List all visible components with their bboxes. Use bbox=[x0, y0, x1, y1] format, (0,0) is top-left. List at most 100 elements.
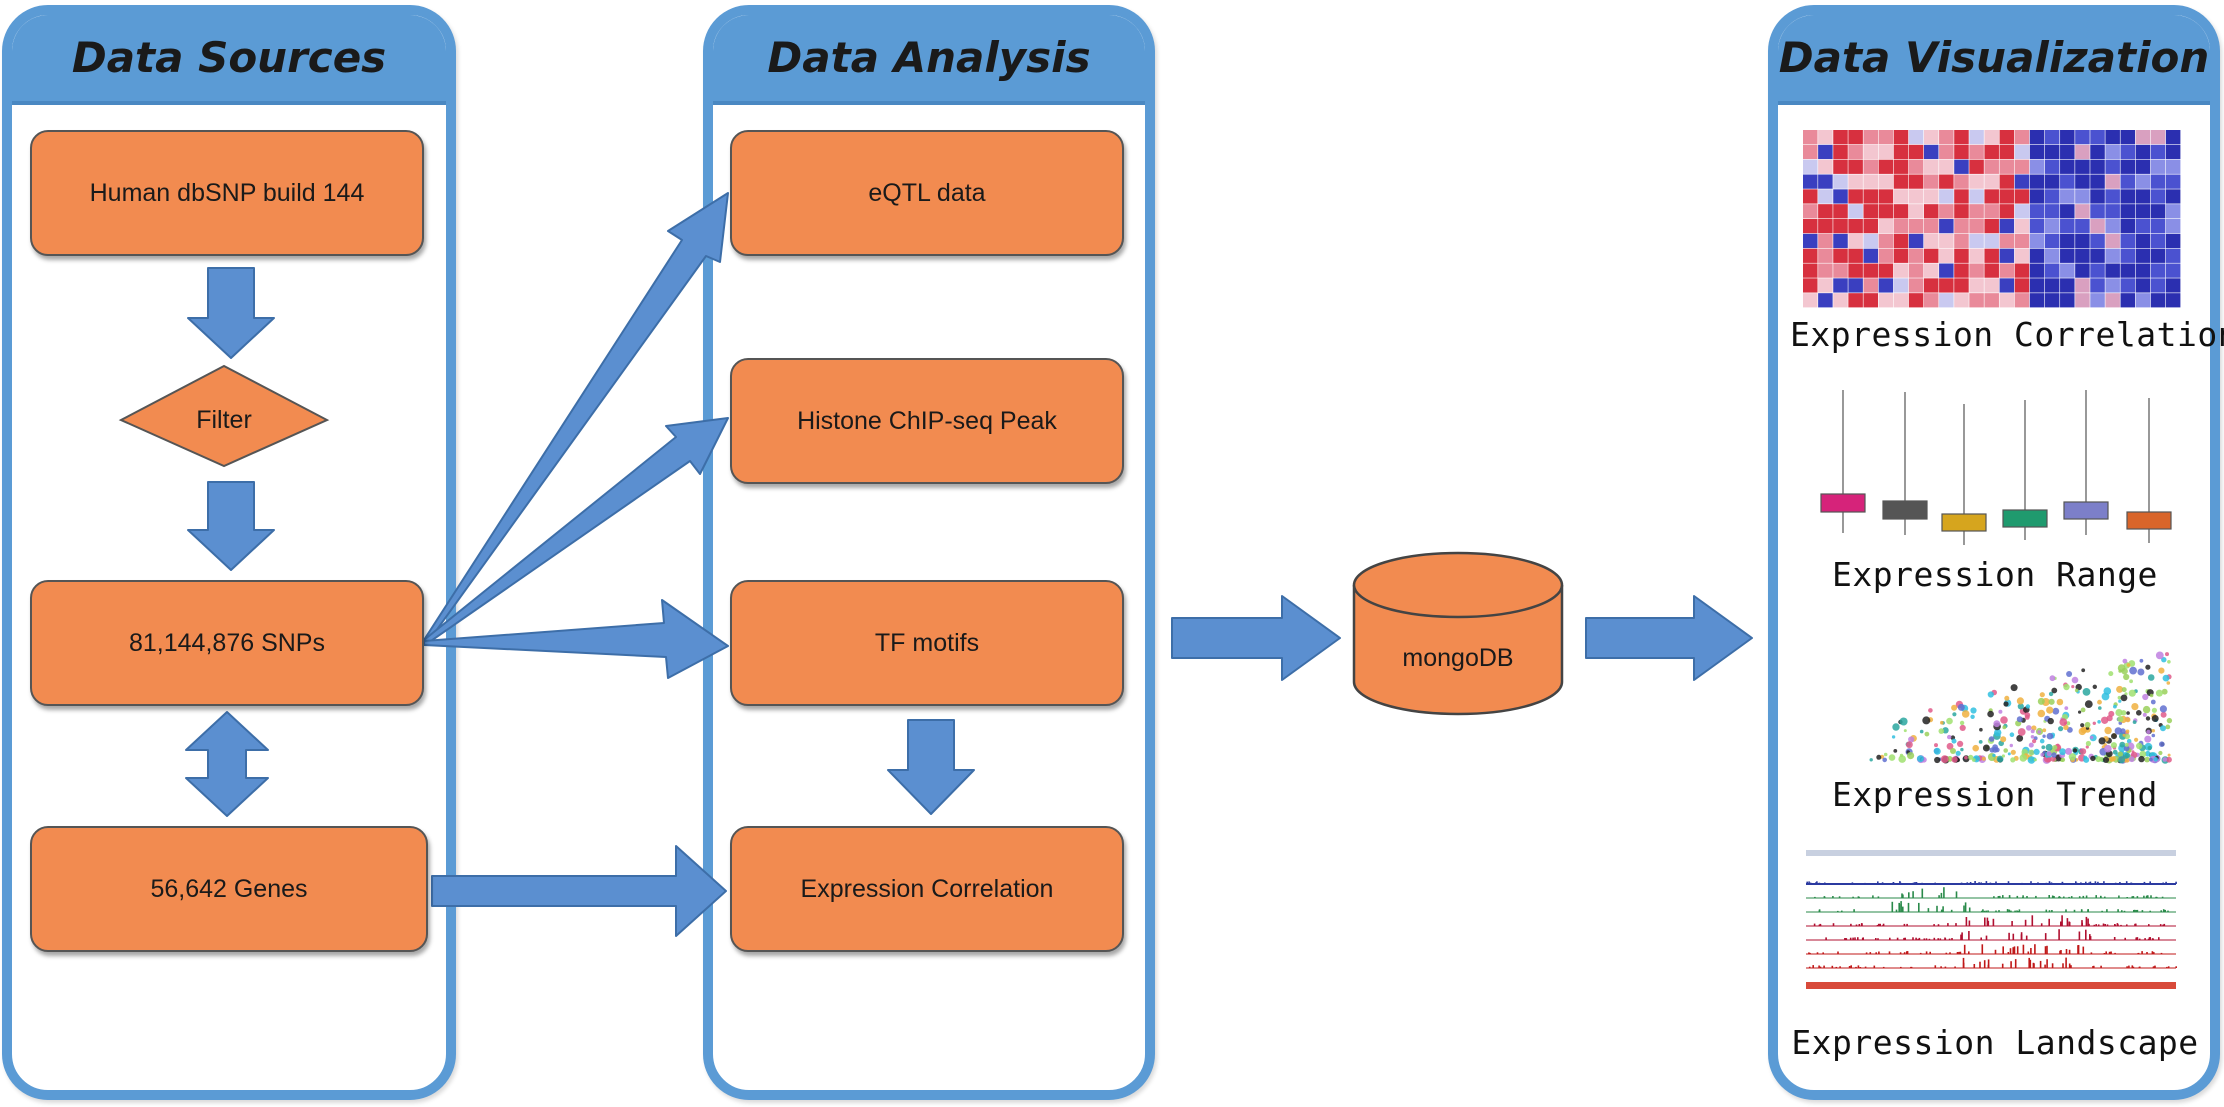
scatter-point bbox=[1987, 710, 1994, 718]
scatter-point bbox=[2084, 721, 2091, 728]
scatter-point bbox=[2004, 695, 2010, 701]
scatter-point bbox=[2128, 689, 2136, 697]
track-peak bbox=[2080, 909, 2083, 912]
track-peak bbox=[1809, 952, 1811, 954]
scatter-point bbox=[2066, 671, 2073, 677]
track-peak bbox=[2154, 965, 2156, 968]
track-peak bbox=[1907, 902, 1910, 912]
scatter-point bbox=[2159, 741, 2165, 747]
track-peak bbox=[2068, 921, 2070, 926]
scatter-point bbox=[1907, 752, 1915, 760]
heatmap-cell bbox=[1863, 248, 1878, 263]
heatmap-cell bbox=[2014, 248, 2030, 263]
heatmap-cell bbox=[1939, 159, 1954, 174]
track-peak bbox=[1873, 965, 1876, 968]
scatter-point bbox=[2045, 743, 2053, 751]
track-peak bbox=[2136, 909, 2139, 912]
heatmap-cell bbox=[1923, 159, 1939, 174]
heatmap-cell bbox=[2014, 293, 2030, 308]
scatter-point bbox=[1934, 756, 1941, 764]
heatmap-cell bbox=[1893, 174, 1909, 189]
heatmap-cell bbox=[2090, 278, 2105, 293]
boxplot-thumbnail bbox=[1820, 390, 2172, 545]
heatmap-cell bbox=[1908, 278, 1924, 293]
scatter-point bbox=[2110, 756, 2116, 762]
scatter-point bbox=[1961, 710, 1970, 718]
track-peak bbox=[1814, 896, 1816, 898]
scatter-point bbox=[2142, 705, 2151, 714]
heatmap-cell bbox=[2090, 159, 2105, 174]
dbsnp-box: Human dbSNP build 144 bbox=[30, 130, 424, 256]
heatmap-cell bbox=[1923, 174, 1939, 189]
scatter-point bbox=[2067, 727, 2073, 733]
track-peak bbox=[1823, 896, 1826, 898]
histone-box: Histone ChIP-seq Peak bbox=[730, 358, 1124, 484]
heatmap-cell bbox=[1863, 144, 1878, 160]
track-peak bbox=[1812, 965, 1814, 968]
scatter-point bbox=[2120, 694, 2128, 702]
track-peak bbox=[2045, 882, 2048, 884]
heatmap-cell bbox=[1803, 248, 1818, 263]
track-peak bbox=[2012, 933, 2015, 940]
heatmap-cell bbox=[1878, 174, 1894, 189]
heatmap-cell bbox=[1969, 159, 1984, 174]
scatter-point bbox=[2051, 752, 2057, 758]
track-peak bbox=[2095, 895, 2097, 898]
heatmap-cell bbox=[2075, 144, 2090, 160]
heatmap-cell bbox=[1999, 159, 2015, 174]
track-peak bbox=[2108, 951, 2111, 954]
heatmap-cell bbox=[1893, 263, 1909, 278]
track-peak bbox=[2017, 911, 2019, 912]
heatmap-cell bbox=[1984, 278, 1999, 293]
heatmap-cell bbox=[2105, 159, 2120, 174]
track-peak bbox=[1900, 901, 1902, 912]
scatter-point bbox=[2155, 651, 2164, 660]
track-peak bbox=[1998, 910, 2000, 912]
track-peak bbox=[2020, 932, 2023, 940]
heatmap-cell bbox=[1939, 144, 1954, 160]
heatmap-cell bbox=[1803, 278, 1818, 293]
heatmap-cell bbox=[1954, 233, 1969, 249]
track-peak bbox=[1994, 949, 1997, 954]
track-peak bbox=[1809, 882, 1812, 884]
heatmap-cell bbox=[1969, 204, 1984, 219]
data-analysis-header bbox=[713, 15, 1145, 105]
heatmap-cell bbox=[2014, 263, 2030, 278]
track-peak bbox=[1950, 909, 1953, 912]
track-peak bbox=[1986, 917, 1989, 926]
scatter-point bbox=[1992, 753, 1996, 758]
track-peak bbox=[1899, 882, 1902, 884]
scatter-point bbox=[2056, 698, 2064, 706]
track-peak bbox=[2081, 922, 2083, 926]
heatmap-cell bbox=[1984, 144, 1999, 160]
track-peak bbox=[1968, 951, 1970, 954]
heatmap-cell bbox=[1999, 219, 2015, 234]
heatmap-cell bbox=[1848, 204, 1863, 219]
heatmap-cell bbox=[1923, 233, 1939, 249]
track-peak bbox=[1850, 923, 1852, 926]
filter-label: Filter bbox=[196, 406, 252, 434]
scatter-point bbox=[2024, 714, 2030, 720]
scatter-point bbox=[2009, 732, 2015, 737]
right-arrow-icon bbox=[423, 599, 729, 679]
track-peak bbox=[1858, 896, 1860, 898]
data-analysis-title: Data Analysis bbox=[767, 33, 1091, 82]
track-peak bbox=[2068, 963, 2071, 968]
scatter-point bbox=[2142, 712, 2147, 717]
track-peak bbox=[1968, 931, 1970, 940]
track-peak bbox=[2133, 909, 2136, 912]
track-peak bbox=[1857, 937, 1859, 940]
heatmap-cell bbox=[1803, 219, 1818, 234]
heatmap-cell bbox=[2014, 189, 2030, 204]
scatter-point bbox=[2016, 697, 2024, 705]
scatter-point bbox=[2116, 685, 2124, 693]
scatter-point bbox=[2000, 716, 2008, 724]
scatter-point bbox=[2030, 729, 2035, 734]
track-peak bbox=[2030, 948, 2032, 954]
track-peak bbox=[2137, 952, 2140, 954]
track-peak bbox=[2147, 938, 2150, 940]
track-peak bbox=[1951, 938, 1953, 940]
scatter-point bbox=[2122, 733, 2126, 737]
heatmap-cell bbox=[1923, 293, 1939, 308]
scatter-point bbox=[1888, 754, 1896, 761]
